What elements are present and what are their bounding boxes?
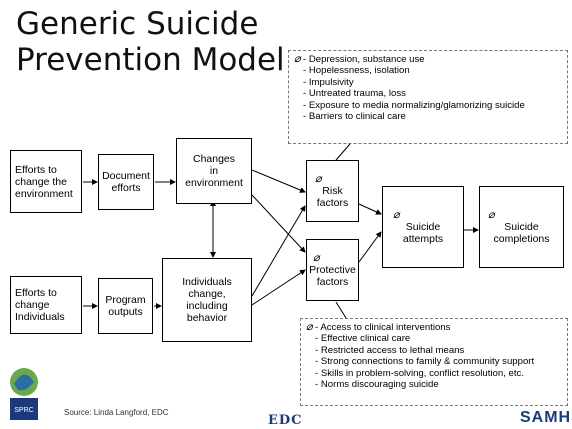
risk-note-item: - Impulsivity xyxy=(303,76,354,88)
node-suicide-attempts: ⌀ Suicide attempts xyxy=(382,186,464,268)
slide-title-line-1: Generic Suicide xyxy=(16,6,259,42)
node-line: change, xyxy=(188,288,226,300)
node-line: in xyxy=(209,165,219,177)
arrow-individuals-to-risk xyxy=(251,205,306,297)
node-line: Suicide xyxy=(504,220,539,233)
node-line: factors xyxy=(316,196,349,209)
node-line: Efforts to xyxy=(15,163,57,176)
protective-note-item: - Skills in problem-solving, conflict re… xyxy=(315,367,525,379)
node-line: outputs xyxy=(108,306,143,318)
arrow-changes-env-to-protective xyxy=(251,194,306,253)
node-line: change xyxy=(15,299,50,311)
node-line: Program xyxy=(105,294,146,306)
node-line: Individuals xyxy=(15,311,65,323)
node-line: including xyxy=(186,300,228,312)
node-protective-factors: ⌀ Protective factors xyxy=(306,239,359,301)
node-line: change the xyxy=(15,175,67,188)
node-line: environment xyxy=(185,177,243,189)
risk-factors-note: ⌀ - Depression, substance use - Hopeless… xyxy=(288,50,568,144)
node-risk-factors: ⌀ Risk factors xyxy=(306,160,359,222)
node-line: Protective xyxy=(309,263,356,276)
node-changes-environment: Changes in environment xyxy=(176,138,252,204)
risk-note-item: - Exposure to media normalizing/glamoriz… xyxy=(303,99,525,111)
node-line: Suicide xyxy=(405,220,441,233)
node-line: Changes xyxy=(192,153,236,165)
protective-note-item: - Restricted access to lethal means xyxy=(315,344,465,356)
node-line: Individuals xyxy=(182,276,232,288)
node-line: attempts xyxy=(402,232,444,245)
node-line: environment xyxy=(15,187,73,200)
protective-note-symbol-icon: ⌀ xyxy=(306,321,313,333)
risk-note-item: - Untreated trauma, loss xyxy=(303,88,406,100)
node-efforts-change-environment: Efforts to change the environment xyxy=(10,150,82,213)
completions-symbol-icon: ⌀ xyxy=(488,208,495,221)
node-line: behavior xyxy=(186,312,228,324)
node-line: Efforts to xyxy=(15,287,57,299)
connector-protective-note xyxy=(335,301,347,319)
risk-note-item: - Hopelessness, isolation xyxy=(303,65,410,77)
node-line: completions xyxy=(493,232,550,245)
protective-note-item: - Access to clinical interventions xyxy=(315,322,451,333)
arrow-changes-env-to-risk xyxy=(251,169,306,193)
protective-note-item: - Effective clinical care xyxy=(315,333,411,345)
node-line: factors xyxy=(316,275,349,288)
node-individuals-change: Individuals change, including behavior xyxy=(162,258,252,342)
risk-note-item: - Barriers to clinical care xyxy=(303,111,406,123)
sprc-logo: SPRC xyxy=(10,368,38,420)
risk-note-symbol-icon: ⌀ xyxy=(294,53,301,65)
protective-note-item: - Strong connections to family & communi… xyxy=(315,356,535,368)
protective-factors-note: ⌀ - Access to clinical interventions - E… xyxy=(300,318,568,406)
arrow-individuals-to-protective xyxy=(251,269,306,306)
sprc-logo-text: SPRC xyxy=(14,407,33,414)
samhsa-logo: SAMHSA xyxy=(520,409,572,426)
slide-title-line-2: Prevention Model xyxy=(16,42,285,78)
node-line: Risk xyxy=(322,184,343,197)
arrow-protective-to-attempts xyxy=(358,231,382,263)
connector-risk-note xyxy=(335,143,351,161)
node-document-efforts: Document efforts xyxy=(98,154,154,210)
risk-symbol-icon: ⌀ xyxy=(315,172,322,185)
node-line: Document xyxy=(102,170,150,182)
source-caption: Source: Linda Langford, EDC xyxy=(64,408,169,417)
protective-note-item: - Norms discouraging suicide xyxy=(315,379,439,391)
node-efforts-change-individuals: Efforts to change Individuals xyxy=(10,276,82,334)
edc-logo: EDC xyxy=(268,413,303,428)
risk-note-item: - Depression, substance use xyxy=(303,54,425,65)
attempts-symbol-icon: ⌀ xyxy=(393,208,400,221)
node-suicide-completions: ⌀ Suicide completions xyxy=(479,186,564,268)
arrow-risk-to-attempts xyxy=(358,203,382,215)
node-program-outputs: Program outputs xyxy=(98,278,153,334)
protective-symbol-icon: ⌀ xyxy=(313,251,320,264)
node-line: efforts xyxy=(111,182,141,194)
